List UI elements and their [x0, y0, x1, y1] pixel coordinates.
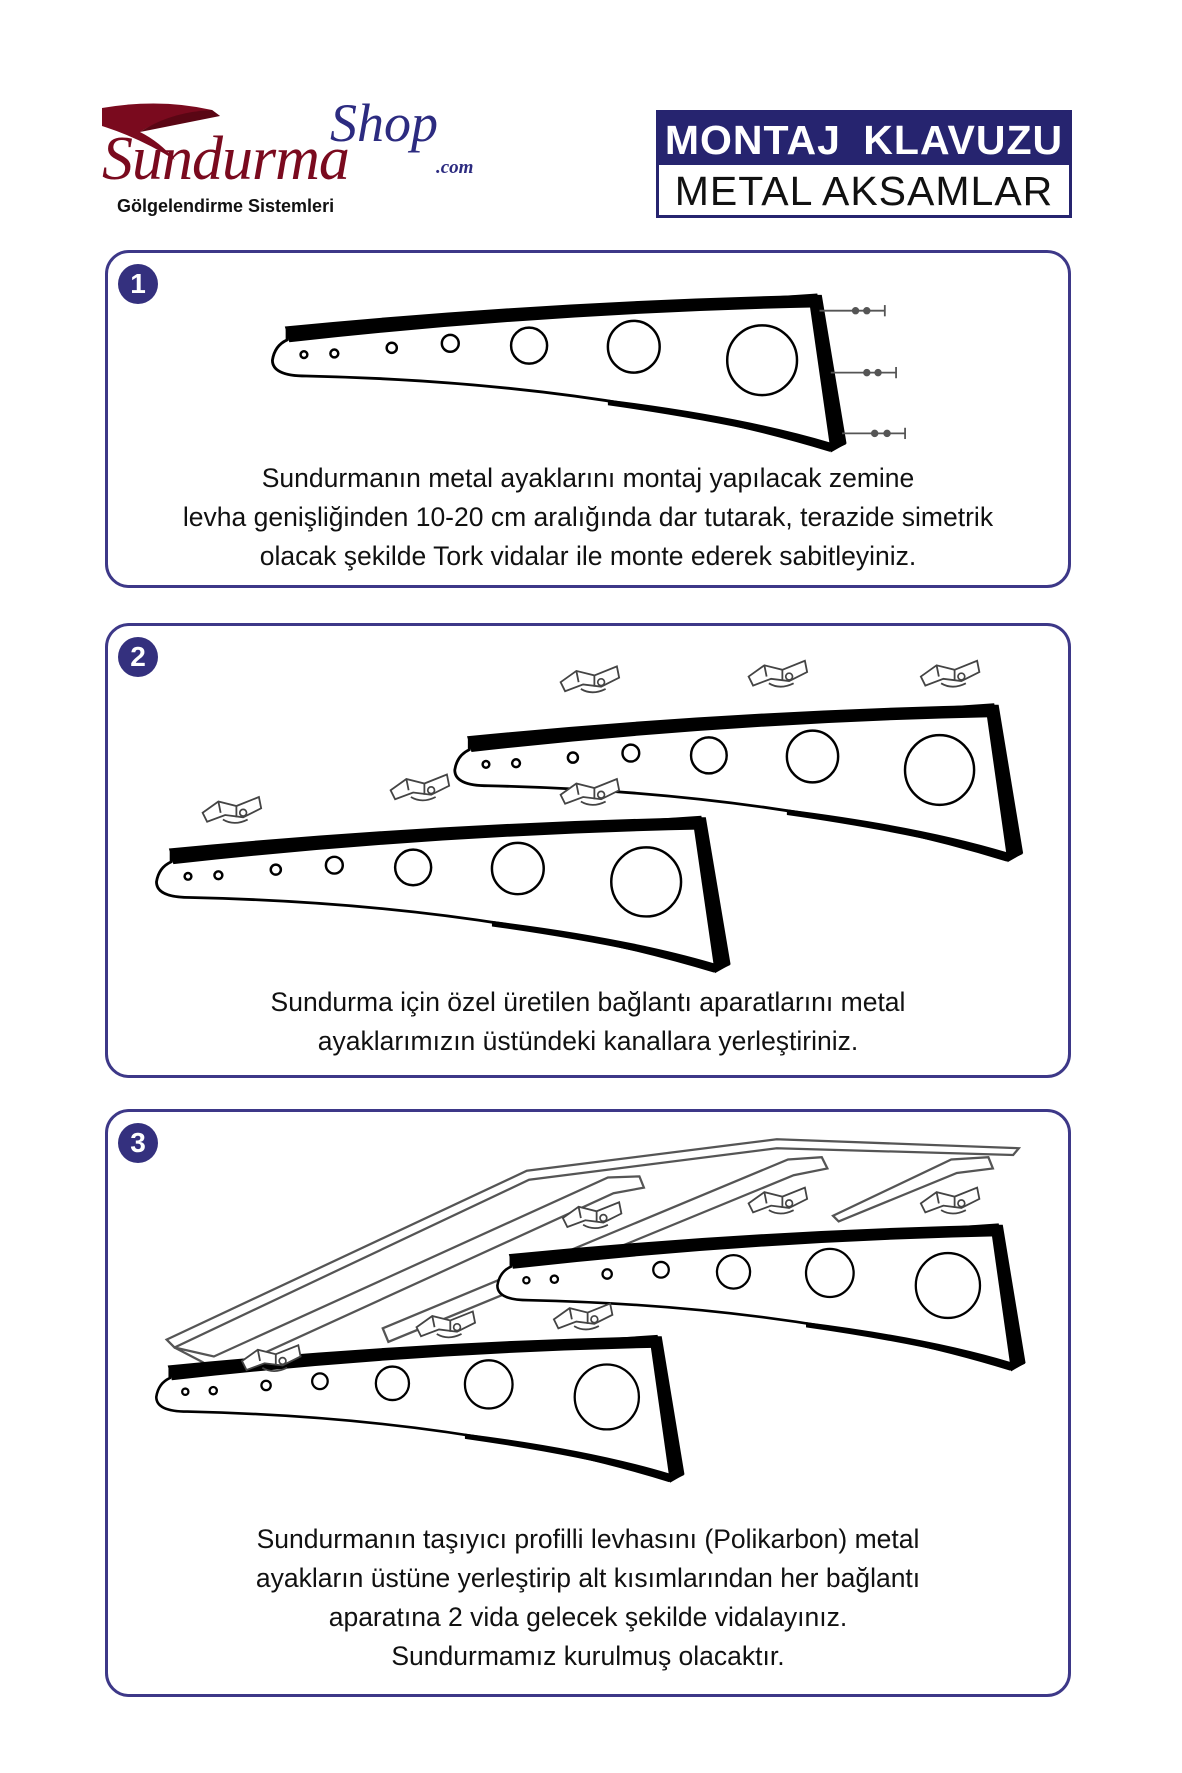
step-3-line: ayakların üstüne yerleştirip alt kısımla…	[255, 1563, 921, 1593]
step-3-line: aparatına 2 vida gelecek şekilde vidalay…	[328, 1602, 848, 1632]
step-1-line: olacak şekilde Tork vidalar ile monte ed…	[259, 541, 917, 571]
step-3-badge: 3	[118, 1123, 158, 1163]
step-3-panel	[105, 1109, 1071, 1697]
title-box: MONTAJ KLAVUZU METAL AKSAMLAR	[656, 110, 1072, 218]
awning-logo-icon	[102, 103, 220, 160]
title-main: MONTAJ KLAVUZU	[659, 113, 1069, 165]
step-1-line: levha genişliğinden 10-20 cm aralığında …	[182, 502, 994, 532]
logo-brand: Sundurma	[102, 125, 350, 193]
title-sub: METAL AKSAMLAR	[674, 168, 1054, 214]
step-3-text: Sundurmanın taşıyıcı profilli levhasını …	[105, 1520, 1071, 1676]
screw-icons	[819, 305, 906, 440]
step-3-line: Sundurmanın taşıyıcı profilli levhasını …	[256, 1524, 920, 1554]
step-2-bracket-drawing	[155, 703, 1025, 975]
step-1-text: Sundurmanın metal ayaklarını montaj yapı…	[105, 459, 1071, 576]
logo-shop: Shop	[330, 93, 438, 153]
step-2-panel	[105, 623, 1071, 1078]
step-1-panel	[105, 250, 1071, 588]
logo-tagline: Gölgelendirme Sistemleri	[117, 196, 335, 216]
step-2-badge: 2	[118, 637, 158, 677]
step-1-bracket-drawing	[271, 293, 848, 454]
step-1-badge: 1	[118, 264, 158, 304]
step-2-line: ayaklarımızın üstündeki kanallara yerleş…	[317, 1026, 859, 1056]
step-1-line: Sundurmanın metal ayaklarını montaj yapı…	[261, 463, 915, 493]
step-2-line: Sundurma için özel üretilen bağlantı apa…	[270, 987, 906, 1017]
step-2-text: Sundurma için özel üretilen bağlantı apa…	[105, 983, 1071, 1061]
logo-domain: .com	[436, 157, 474, 178]
step-3-line: Sundurmamız kurulmuş olacaktır.	[391, 1641, 785, 1671]
